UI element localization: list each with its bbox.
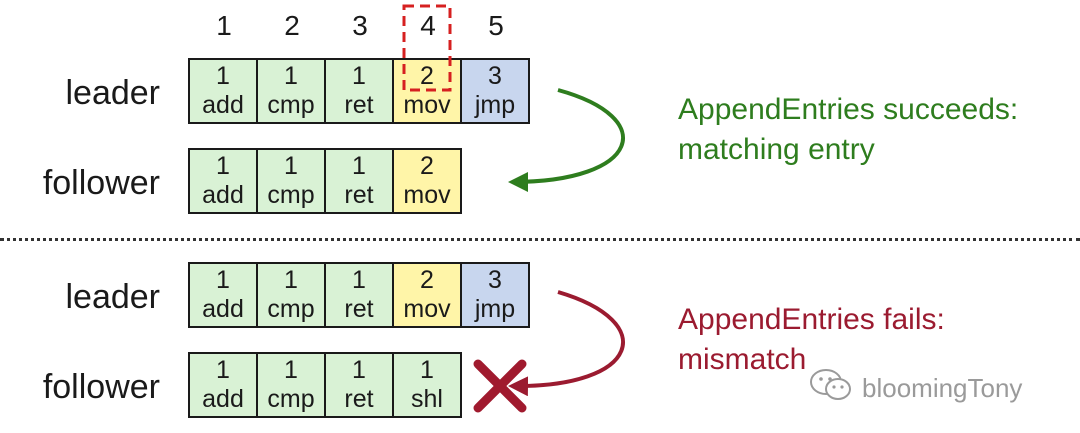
leader-label-success: leader (65, 74, 160, 112)
wechat-icon (808, 368, 854, 409)
index-3: 3 (352, 10, 368, 41)
index-5: 5 (488, 10, 504, 41)
leader-label-fail: leader (65, 278, 160, 316)
failure-message: AppendEntries fails: mismatch (678, 300, 945, 380)
watermark-text: bloomingTony (862, 373, 1023, 403)
failure-message-line-1: AppendEntries fails: (678, 303, 945, 336)
success-message: AppendEntries succeeds: matching entry (678, 90, 1018, 170)
success-message-line-1: AppendEntries succeeds: (678, 93, 1019, 126)
success-message-line-2: matching entry (678, 133, 875, 166)
failure-message-line-2: mismatch (678, 343, 807, 376)
index-1: 1 (216, 10, 232, 41)
section-divider (0, 238, 1080, 241)
index-4: 4 (420, 10, 436, 41)
mismatch-x-icon (473, 359, 527, 413)
watermark: bloomingTony (808, 368, 1022, 409)
follower-label-fail: follower (42, 368, 160, 406)
index-2: 2 (284, 10, 300, 41)
follower-label-success: follower (42, 164, 160, 202)
